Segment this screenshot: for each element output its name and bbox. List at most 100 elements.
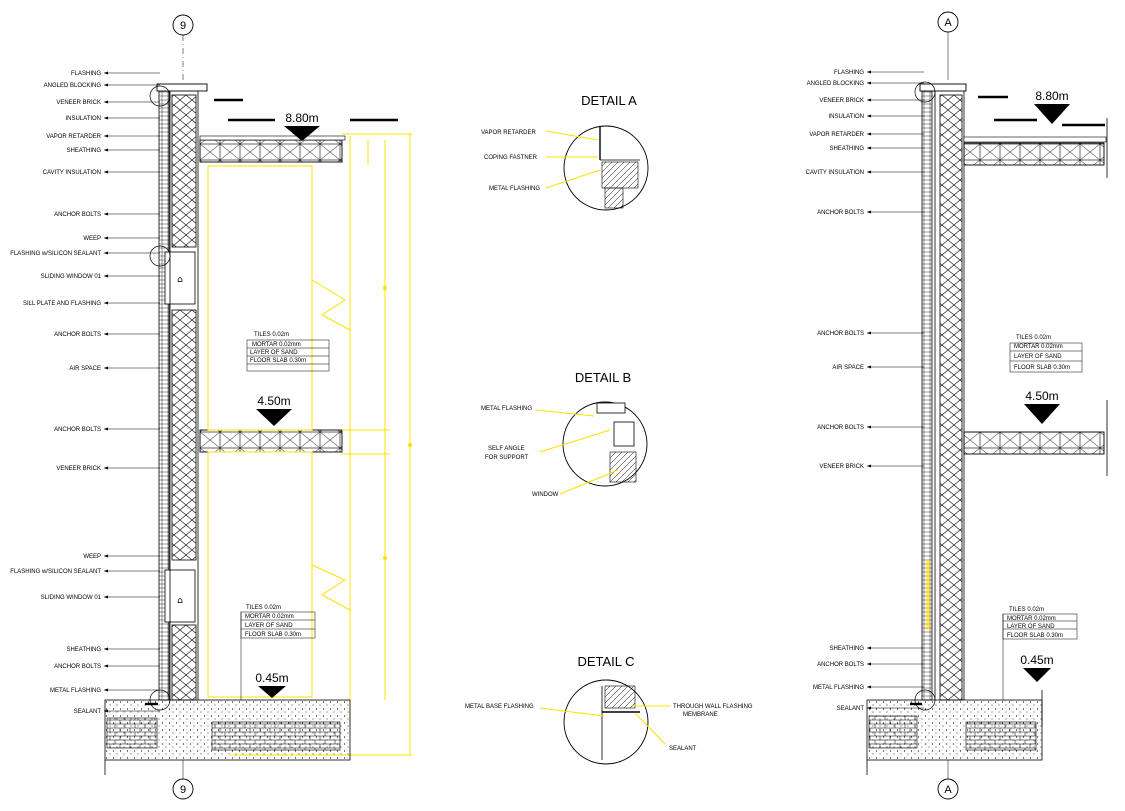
svg-text:METAL BASE FLASHING: METAL BASE FLASHING <box>465 704 534 710</box>
callout-label: SLIDING WINDOW 01 <box>41 274 102 280</box>
svg-text:LAYER OF SAND: LAYER OF SAND <box>1014 354 1062 360</box>
grid-bubble-right-top: A <box>937 11 959 33</box>
svg-text:TILES 0.02m: TILES 0.02m <box>1016 335 1051 341</box>
mid-slab-right <box>963 431 1105 455</box>
insulation-upper-left <box>171 94 197 248</box>
svg-text:4.50m: 4.50m <box>257 394 290 408</box>
svg-text:WINDOW: WINDOW <box>532 492 559 498</box>
callout-label: AIR SPACE <box>69 366 101 372</box>
callout-arrow <box>104 148 108 152</box>
svg-text:FLOOR SLAB 0.30m: FLOOR SLAB 0.30m <box>1007 633 1063 639</box>
svg-text:8.80m: 8.80m <box>285 111 318 125</box>
floor-spec-table-right-bottom: TILES 0.02m MORTAR 0.02mm LAYER OF SAND … <box>1002 607 1078 700</box>
callout-label: SHEATHING <box>829 646 864 652</box>
callout-arrow <box>104 134 108 138</box>
callout-label: ANCHOR BOLTS <box>54 212 101 218</box>
svg-text:MORTAR 0.02mm: MORTAR 0.02mm <box>1014 344 1063 350</box>
callout-label: SILL PLATE AND FLASHING <box>23 301 101 307</box>
svg-text:COPING FASTNER: COPING FASTNER <box>484 155 538 161</box>
callout-arrow <box>104 709 108 713</box>
callout-label: ANCHOR BOLTS <box>54 664 101 670</box>
callout-label: WEEP <box>83 554 101 560</box>
svg-text:THROUGH WALL FLASHING: THROUGH WALL FLASHING <box>673 704 753 710</box>
svg-text:DETAIL A: DETAIL A <box>581 93 637 108</box>
callout-arrow <box>104 647 108 651</box>
svg-text:MORTAR 0.02mm: MORTAR 0.02mm <box>1007 616 1056 622</box>
callout-label: VAPOR RETARDER <box>46 134 101 140</box>
svg-text:0.45m: 0.45m <box>1020 653 1053 667</box>
callout-label: INSULATION <box>65 116 101 122</box>
callout-arrow <box>867 464 871 468</box>
callout-label: SHEATHING <box>66 647 101 653</box>
svg-text:METAL FLASHING: METAL FLASHING <box>481 406 532 412</box>
mid-slab-left <box>199 429 343 453</box>
callout-label: FLASHING <box>71 71 101 77</box>
svg-text:TILES 0.02m: TILES 0.02m <box>254 332 289 338</box>
callout-label: VAPOR RETARDER <box>809 132 864 138</box>
callout-arrow <box>104 569 108 573</box>
svg-text:SEALANT: SEALANT <box>669 746 697 752</box>
callout-label: CAVITY INSULATION <box>806 170 864 176</box>
callout-label: ANCHOR BOLTS <box>817 331 864 337</box>
svg-text:9: 9 <box>180 20 186 32</box>
callout-arrow <box>104 301 108 305</box>
callout-label: METAL FLASHING <box>813 685 864 691</box>
callout-label: SLIDING WINDOW 01 <box>41 595 102 601</box>
callout-arrow <box>104 170 108 174</box>
svg-text:8.80m: 8.80m <box>1035 89 1068 103</box>
callout-arrow <box>867 98 871 102</box>
grid-bubble-left-top: 9 <box>172 14 194 36</box>
callout-arrow <box>867 132 871 136</box>
floor-spec-table-left-mid: TILES 0.02m MORTAR 0.02mm LAYER OF SAND … <box>246 332 330 372</box>
callout-label: SEALANT <box>74 709 102 715</box>
left-section: 9 9 ⌂ ⌂ <box>10 14 412 800</box>
svg-text:LAYER OF SAND: LAYER OF SAND <box>1007 624 1055 630</box>
svg-text:MORTAR 0.02mm: MORTAR 0.02mm <box>252 342 301 348</box>
callout-label: INSULATION <box>828 114 864 120</box>
callout-label: FLASHING w/SILICON SEALANT <box>10 251 101 257</box>
level-marker-right-045: 0.45m <box>1020 653 1054 682</box>
right-section: A A 8.80m 4.50m <box>806 11 1108 800</box>
callout-label: ANCHOR BOLTS <box>54 332 101 338</box>
svg-text:DETAIL B: DETAIL B <box>575 370 631 385</box>
svg-text:FLOOR SLAB 0.30m: FLOOR SLAB 0.30m <box>250 358 306 364</box>
svg-text:FLOOR SLAB 0.30m: FLOOR SLAB 0.30m <box>245 632 301 638</box>
callout-label: FLASHING <box>834 70 864 76</box>
svg-text:SELF ANGLE: SELF ANGLE <box>488 446 525 452</box>
callout-arrow <box>867 114 871 118</box>
callout-arrow <box>867 210 871 214</box>
svg-text:VAPOR RETARDER: VAPOR RETARDER <box>481 130 536 136</box>
svg-text:⌂: ⌂ <box>177 275 183 285</box>
callout-arrow <box>104 251 108 255</box>
callout-arrow <box>104 236 108 240</box>
callout-label: AIR SPACE <box>832 365 864 371</box>
callout-label: SHEATHING <box>829 146 864 152</box>
callout-arrow <box>104 212 108 216</box>
callout-arrow <box>104 427 108 431</box>
callout-arrow <box>867 331 871 335</box>
callout-arrow <box>104 100 108 104</box>
svg-text:TILES 0.02m: TILES 0.02m <box>246 605 281 611</box>
callout-arrow <box>867 146 871 150</box>
svg-text:A: A <box>944 784 952 796</box>
level-marker-left-045: 0.45m <box>255 671 289 698</box>
callout-arrow <box>104 274 108 278</box>
svg-text:⌂: ⌂ <box>177 596 183 606</box>
callout-arrow <box>104 116 108 120</box>
callout-arrow <box>104 83 108 87</box>
callout-label: VENEER BRICK <box>56 466 101 472</box>
callout-arrow <box>867 646 871 650</box>
detail-a: DETAIL A VAPOR RETARDER COPING FASTNER M… <box>481 93 649 211</box>
callout-arrow <box>867 706 871 710</box>
insulation-middle-left <box>171 309 197 561</box>
callout-label: FLASHING w/SILICON SEALANT <box>10 569 101 575</box>
callout-label: ANCHOR BOLTS <box>817 210 864 216</box>
svg-text:MORTAR 0.02mm: MORTAR 0.02mm <box>245 614 294 620</box>
svg-text:LAYER OF SAND: LAYER OF SAND <box>250 350 298 356</box>
level-marker-right-450: 4.50m <box>1024 389 1060 424</box>
detail-c: DETAIL C METAL BASE FLASHING THROUGH WAL… <box>465 654 753 765</box>
svg-text:0.45m: 0.45m <box>255 671 288 685</box>
